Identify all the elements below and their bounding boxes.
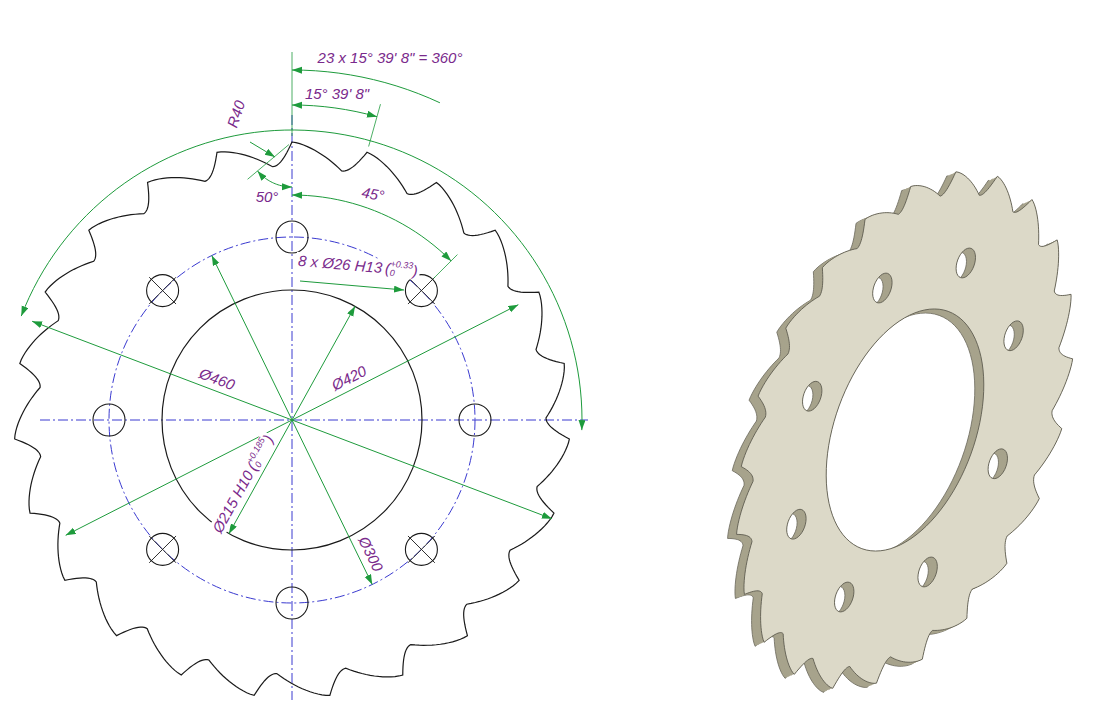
radius-leader (250, 142, 275, 157)
hole-cross (149, 536, 176, 563)
dimension-label: Ø460 (195, 363, 239, 394)
extension-line (433, 255, 457, 279)
hole-cross (408, 277, 435, 304)
tooth-outline (15, 142, 570, 695)
extension-line (248, 145, 289, 180)
isometric-view (728, 172, 1073, 693)
dimension-label: R40 (223, 96, 249, 131)
bolt-hole (147, 275, 179, 307)
center-line (292, 115, 293, 700)
extension-line (292, 52, 293, 136)
bolt-hole (459, 404, 491, 436)
hole-cross (149, 277, 176, 304)
dimension-label: Ø300 (354, 532, 387, 576)
center-line (40, 420, 588, 421)
hole-cross (149, 536, 176, 563)
dimension-label: 45° (358, 183, 387, 205)
bolt-circle (109, 237, 475, 603)
bolt-hole (147, 533, 179, 565)
dimension-label: 8 x Ø26 H13(+0.330) (295, 252, 420, 281)
dimension-text: Ø460 (197, 364, 237, 393)
dimension-text: Ø300 (355, 534, 387, 575)
angle-dimension (258, 171, 292, 187)
diameter-dimension (212, 256, 372, 585)
hole-cross (408, 277, 435, 304)
hole-cross (408, 536, 435, 563)
hole-cross (408, 536, 435, 563)
bolt-hole (276, 221, 308, 253)
tolerance-stack: +0.330 (389, 260, 413, 280)
angle-dimension (292, 70, 440, 103)
dimension-label: 23 x 15° 39' 8" = 360° (316, 49, 465, 66)
disc-face (737, 172, 1073, 688)
dimension-text: Ø215 H10 (209, 468, 257, 536)
front-view (15, 52, 588, 700)
dimension-label: Ø215 H10(+0.1850) (207, 430, 278, 538)
dimension-text: Ø420 (329, 361, 370, 393)
dimension-text: 45° (360, 184, 385, 205)
bolt-hole (93, 404, 125, 436)
dimension-label: 50° (254, 188, 281, 205)
tolerance-text: 0 (389, 269, 395, 278)
dimension-text: 15° 39' 8" (305, 85, 369, 102)
dimension-text: 8 x Ø26 H13 (297, 252, 382, 277)
dimension-label: Ø420 (327, 361, 371, 395)
angle-dimension (292, 195, 451, 261)
dimension-text: 50° (256, 188, 279, 205)
dimension-text: 23 x 15° 39' 8" = 360° (318, 49, 463, 66)
hole-cross (149, 277, 176, 304)
pitch-dimension (21, 130, 582, 430)
bolt-hole (276, 587, 308, 619)
extension-line (369, 104, 381, 146)
bolt-hole (405, 533, 437, 565)
angle-dimension (292, 105, 377, 117)
hole-leader (300, 281, 404, 290)
tolerance-bracket: ) (412, 262, 418, 280)
disc-thickness (737, 172, 1073, 688)
dimension-label: 15° 39' 8" (303, 85, 371, 102)
dimension-text: R40 (224, 98, 249, 130)
